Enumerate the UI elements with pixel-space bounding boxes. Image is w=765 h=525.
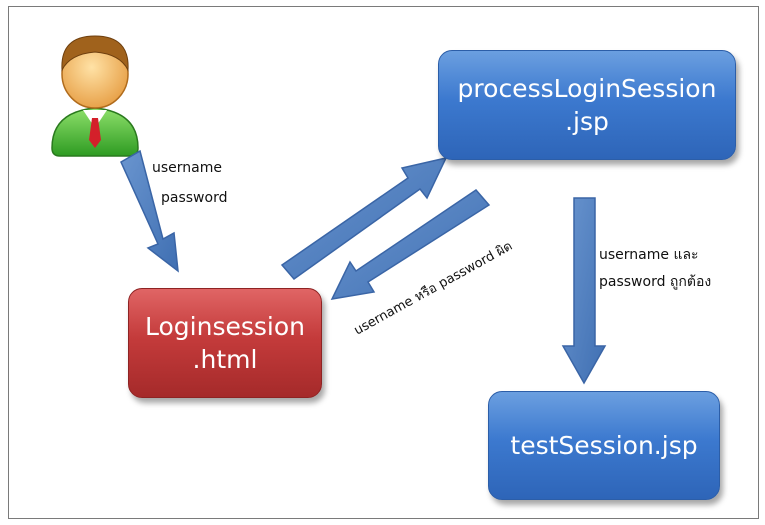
arrow-process-to-test	[561, 197, 607, 385]
label-ok-line1: username และ	[599, 247, 699, 263]
label-username: username	[152, 160, 222, 176]
user-icon	[51, 35, 139, 157]
arrow-login-to-process	[280, 156, 448, 281]
arrow-user-to-login	[120, 149, 179, 273]
arrow-process-to-login	[330, 189, 491, 300]
label-fail: username หรือ password ผิด	[351, 238, 515, 339]
node-test-session: testSession.jsp	[488, 391, 720, 500]
node-process-login-session: processLoginSession .jsp	[438, 50, 736, 160]
label-ok-line2: password ถูกต้อง	[599, 274, 712, 290]
node-login-session-html: Loginsession .html	[128, 288, 322, 398]
label-password: password	[161, 190, 228, 206]
